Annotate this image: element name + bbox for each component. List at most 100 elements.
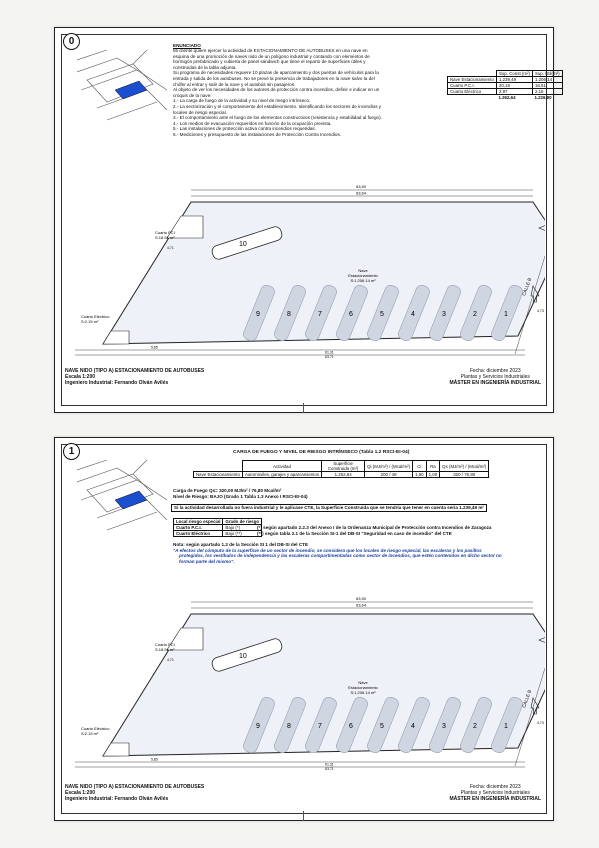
note-pci: (*) según apartado 2.2.3 del Anexo I de …: [257, 525, 492, 530]
parking-spot-label: 9: [256, 311, 260, 318]
parking-spot-label: 1: [504, 311, 508, 318]
sheet-frame: [61, 34, 547, 406]
parking-spot-label: 1: [504, 723, 508, 730]
parking-spot: [274, 285, 306, 341]
parking-spot: [491, 697, 523, 753]
parking-spot-label: 5: [380, 723, 384, 730]
room-pci-area: S:18.51 m²: [155, 235, 175, 240]
dimension-top: 63,64: [356, 191, 367, 196]
parking-spot: [460, 285, 492, 341]
paragraph-line: construidas de la tabla adjunta.: [173, 64, 237, 70]
street-b-label: CALLE B: [521, 689, 532, 708]
parking-spot-label: 7: [318, 723, 322, 730]
heading: ENUNCIADO: [173, 43, 201, 48]
parking-spot: [398, 285, 430, 341]
room-elec-label: Cuarto Eléctrico: [81, 726, 110, 731]
dimension-small: 5,85: [151, 758, 158, 762]
parking-spot-label: 5: [380, 311, 384, 318]
dimension-bottom: 61,31: [325, 351, 334, 355]
dimension-pci: 4,71: [167, 658, 174, 662]
parking-spot-label: 6: [349, 311, 353, 318]
dimension-side: 4,73: [537, 309, 544, 313]
room-electrical: [102, 742, 130, 757]
author: Ingeniero Industrial: Fernando Olván Avi…: [65, 380, 169, 386]
cte-note: Si la actividad desarrollada no fuera in…: [171, 504, 487, 512]
parking-spot: [429, 697, 461, 753]
dimension-pci: 4,71: [167, 246, 174, 250]
list-item: 3.- El comportamiento ante el fuego de l…: [173, 115, 382, 121]
street-edge: [514, 667, 545, 767]
list-item: locales de riesgo especial.: [173, 109, 227, 115]
room-elec-area: S:2.15 m²: [81, 731, 99, 736]
nave-sublabel: Estacionamiento: [348, 273, 378, 278]
sheet-frame: [61, 444, 547, 814]
parking-spot: [398, 697, 430, 753]
parking-spot: [367, 697, 399, 753]
sheet-0: 0 ENUNCIADO Mi cliente quiere ejercer la…: [54, 27, 563, 413]
room-pci-label: Cuarto PCI: [155, 230, 175, 235]
list-item: 5.- Las instalaciones de protección acti…: [173, 126, 316, 132]
heading: CARGA DE FUEGO Y NIVEL DE RIESGO INTRÍNS…: [233, 450, 410, 455]
room-pci-area: S:18.51 m²: [155, 647, 175, 652]
list-item: 1.- La carga de fuego de la actividad y …: [173, 98, 311, 104]
department: Plantas y Servicios Industriales: [460, 790, 530, 796]
paragraph-line: croquis de la nave:: [173, 92, 212, 98]
parking-spot-label: 7: [318, 311, 322, 318]
parking-spot: [429, 285, 461, 341]
parking-spot-label: 2: [473, 723, 477, 730]
parking-spot: [243, 285, 275, 341]
dimension-top: 63,50: [356, 184, 367, 189]
dimension-bottom: 63,71: [325, 355, 334, 358]
parking-spot-label: 9: [256, 723, 260, 730]
master: MÁSTER EN INGENIERÍA INDUSTRIAL: [449, 796, 541, 802]
room-elec-area: S:2.15 m²: [81, 319, 99, 324]
dimension-side: 4,73: [537, 721, 544, 725]
paragraph-line: esquina de una promoción de naves nido d…: [173, 53, 370, 59]
list-item: 2.- La sectorización y el comportamiento…: [173, 104, 382, 109]
date: Fecha: diciembre 2023: [469, 368, 521, 374]
master: MÁSTER EN INGENIERÍA INDUSTRIAL: [449, 380, 541, 386]
paragraph-line: hormigón prefabricado y cubierta de pane…: [173, 59, 366, 65]
location-map: [77, 50, 168, 121]
room-pci: [166, 215, 204, 239]
street-b-label: CALLE B: [521, 277, 532, 296]
parking-spot: [460, 697, 492, 753]
fold-mark: [303, 811, 304, 821]
room-elec-label: Cuarto Eléctrico: [81, 314, 110, 319]
quote-reference: Nota: según apartado 1.2 de la Sección S…: [173, 542, 309, 547]
header-cell: Actividad: [241, 460, 323, 472]
parking-spot: [274, 697, 306, 753]
department: Plantas y Servicios Industriales: [460, 374, 530, 380]
parking-spot-label: 10: [239, 241, 247, 248]
room-electrical: [102, 330, 130, 345]
header-cell: Qs (MJ/m²) / (Mcal/m²): [439, 460, 490, 472]
header-cell: Ci: [412, 460, 427, 472]
sheet-number: 0: [63, 33, 80, 50]
plot-highlight: [114, 490, 148, 510]
parking-spot: [305, 697, 337, 753]
date: Fecha: diciembre 2023: [469, 784, 521, 790]
exit-arrow-icon: [530, 697, 540, 715]
project-title: NAVE NIDO (TIPO A) ESTACIONAMIENTO DE AU…: [65, 368, 205, 374]
paragraph-line: Mi cliente quiere ejercer la actividad d…: [173, 48, 368, 53]
fold-mark: [303, 403, 304, 413]
parking-spot-label: 6: [349, 723, 353, 730]
risk-level: Nivel de Riesgo: BAJO (Grado 1 Tabla 1.3…: [173, 493, 308, 499]
parking-spot: [336, 285, 368, 341]
dimension-bottom: 63,71: [325, 767, 334, 770]
parking-spot-label: 10: [239, 653, 247, 660]
project-title: NAVE NIDO (TIPO A) ESTACIONAMIENTO DE AU…: [65, 784, 205, 790]
header-cell: Grado de riesgo: [222, 518, 263, 525]
paragraph-line: Al objeto de ver los necesidades de los …: [173, 87, 380, 93]
parking-spot: [243, 697, 275, 753]
scale: Escala 1:200: [65, 790, 96, 796]
exit-arrow-icon: [530, 285, 540, 303]
dimension-small: 5,85: [151, 346, 158, 350]
